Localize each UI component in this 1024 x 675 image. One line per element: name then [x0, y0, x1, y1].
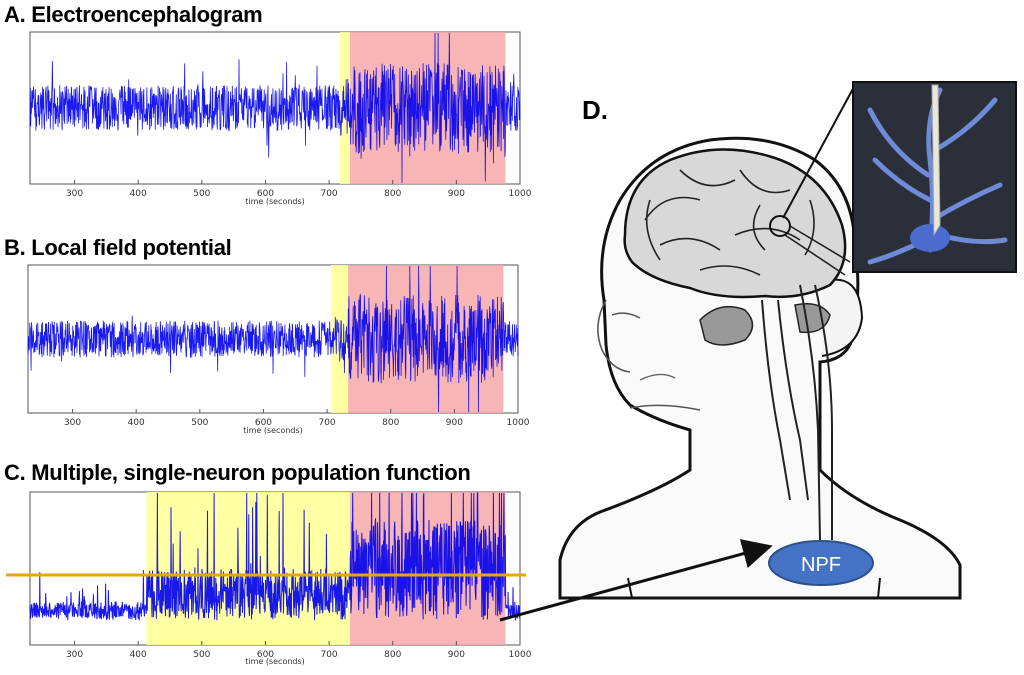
x-tick-label: 1000: [509, 650, 532, 660]
neuron-inset: [852, 81, 1017, 273]
brain: [623, 148, 847, 299]
x-tick-label: 600: [257, 650, 274, 660]
x-tick-label: 900: [448, 650, 465, 660]
x-tick-label: 900: [448, 189, 465, 199]
x-axis-label: time (seconds): [245, 657, 305, 666]
chart-local-field-potential: 300 400 500 600 700 800 900 1000 time (seconds): [27, 264, 530, 435]
x-tick-label: 400: [130, 189, 147, 199]
panel-b-title: B. Local field potential: [4, 235, 232, 260]
chart-population-function: 300 400 500 600 700 800 900 1000 time (seconds): [29, 491, 532, 666]
arrow-to-npf: [499, 539, 773, 622]
chart-electroencephalogram: 300 400 500 600 700 800 900 1000 time (seconds): [29, 31, 532, 206]
x-tick-label: 800: [384, 189, 401, 199]
x-tick-label: 300: [66, 650, 83, 660]
x-tick-label: 700: [320, 189, 337, 199]
x-tick-label: 1000: [509, 189, 532, 199]
x-tick-label: 500: [191, 418, 208, 428]
x-tick-label: 800: [382, 418, 399, 428]
x-tick-label: 500: [193, 189, 210, 199]
signal-trace: [27, 265, 519, 413]
x-tick-label: 400: [128, 418, 145, 428]
x-tick-label: 900: [446, 418, 463, 428]
x-tick-label: 800: [384, 650, 401, 660]
x-axis-label: time (seconds): [243, 426, 303, 435]
panel-a-title: A. Electroencephalogram: [4, 2, 263, 27]
x-tick-label: 400: [130, 650, 147, 660]
panel-d-label: D.: [582, 95, 608, 125]
signal-trace: [29, 32, 521, 184]
x-tick-label: 700: [320, 650, 337, 660]
x-tick-label: 1000: [507, 418, 530, 428]
npf-label: NPF: [801, 554, 841, 576]
panel-c-title: C. Multiple, single-neuron population fu…: [4, 460, 471, 485]
x-tick-label: 300: [64, 418, 81, 428]
x-tick-label: 600: [255, 418, 272, 428]
x-tick-label: 500: [193, 650, 210, 660]
shaded-region-yellow: [330, 265, 349, 413]
x-tick-label: 700: [318, 418, 335, 428]
x-tick-label: 600: [257, 189, 274, 199]
x-axis-label: time (seconds): [245, 197, 305, 206]
x-tick-label: 300: [66, 189, 83, 199]
